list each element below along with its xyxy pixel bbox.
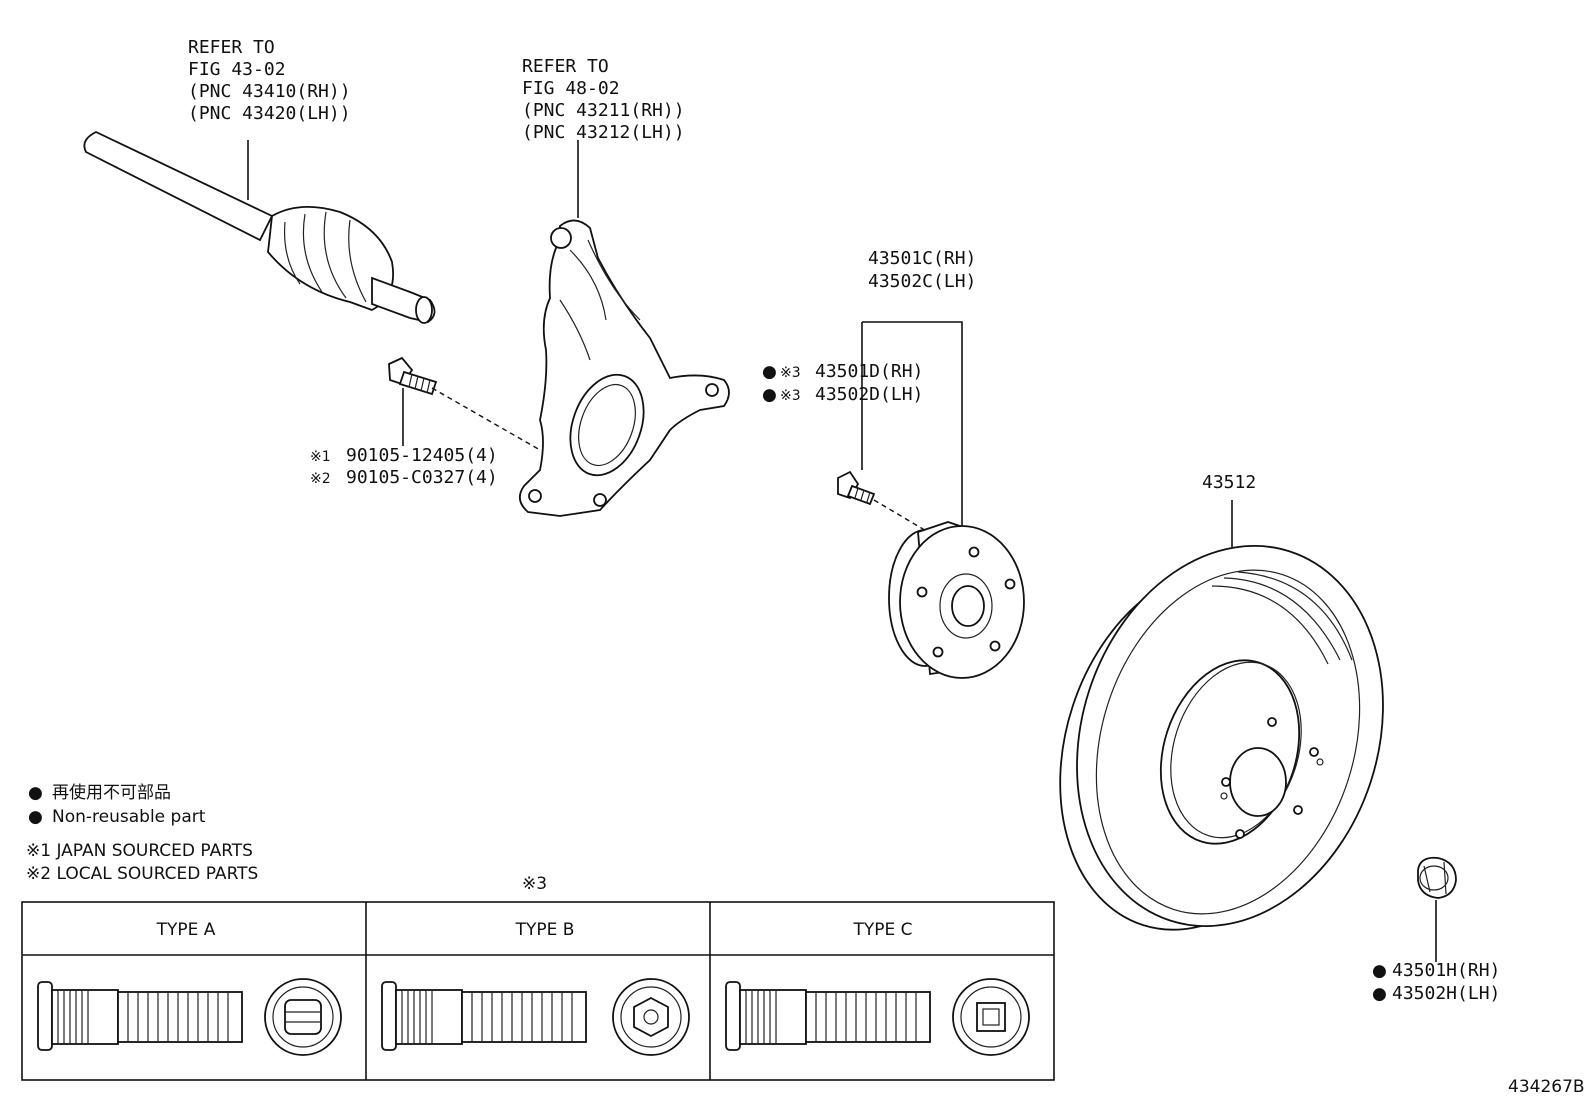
type-b-header: TYPE B <box>515 920 575 940</box>
part-number: 43502D(LH) <box>815 384 923 405</box>
type-c-stud-drawing <box>725 981 931 1051</box>
drive-shaft-callout: REFER TO FIG 43-02 (PNC 43410(RH)) (PNC … <box>188 37 351 124</box>
hub-nut-drawing <box>1417 856 1457 899</box>
hex-socket-head-icon <box>612 978 690 1056</box>
callout-line: (PNC 43410(RH)) <box>188 81 351 102</box>
nut-callout: ● 43501H(RH) ● 43502H(LH) <box>1372 960 1500 1004</box>
callout-line: FIG 48-02 <box>522 78 620 99</box>
part-number: 43501D(RH) <box>815 361 923 382</box>
hub-bolt-callout: ● ※3 43501D(RH) ● ※3 43502D(LH) <box>762 361 923 405</box>
hub-bolt-drawing <box>837 470 876 506</box>
type-table: TYPE A TYPE B TYPE C <box>21 901 1055 1081</box>
disc-part-number: 43512 <box>1202 472 1256 493</box>
knuckle-bolt-dashed-line <box>431 387 541 451</box>
source-mark: ※2 <box>310 471 331 487</box>
drive-shaft-drawing <box>83 130 436 324</box>
knuckle-callout: REFER TO FIG 48-02 (PNC 43211(RH)) (PNC … <box>522 56 685 143</box>
hub-leader-bracket <box>861 321 963 530</box>
callout-line: (PNC 43211(RH)) <box>522 100 685 121</box>
type-a-header: TYPE A <box>156 920 216 940</box>
nonreusable-bullet: ● <box>1372 984 1387 1004</box>
part-number: 43502H(LH) <box>1392 983 1500 1004</box>
part-number: 43501C(RH) <box>868 248 976 269</box>
slot-head-icon <box>264 978 342 1056</box>
callout-line: (PNC 43212(LH)) <box>522 122 685 143</box>
part-number: 43502C(LH) <box>868 271 976 292</box>
part-number: 90105-C0327(4) <box>346 467 498 488</box>
hub-bearing-drawing <box>888 521 1025 679</box>
type-mark: ※3 <box>780 365 801 381</box>
nonreusable-bullet: ● <box>762 385 777 405</box>
nonreusable-bullet: ● <box>762 362 777 382</box>
part-number: 90105-12405(4) <box>346 445 498 466</box>
callout-line: REFER TO <box>522 56 609 77</box>
legend-nonreusable-jp: 再使用不可部品 <box>52 782 171 803</box>
legend-nonreusable-en: Non-reusable part <box>52 807 206 827</box>
legend-bullet: ● <box>28 783 43 803</box>
disc-rotor-drawing <box>1059 545 1384 931</box>
part-number: 43501H(RH) <box>1392 960 1500 981</box>
legend-note: ※1 JAPAN SOURCED PARTS <box>26 841 253 861</box>
square-socket-head-icon <box>952 978 1030 1056</box>
type-mark: ※3 <box>780 388 801 404</box>
steering-knuckle-drawing <box>518 219 730 517</box>
type-b-stud-drawing <box>381 981 587 1051</box>
legend: ● 再使用不可部品 ● Non-reusable part ※1 JAPAN S… <box>26 782 258 884</box>
type-a-stud-drawing <box>37 981 243 1051</box>
knuckle-bolt-callout: ※1 90105-12405(4) ※2 90105-C0327(4) <box>310 445 498 488</box>
hub-bolt-dashed-line <box>873 499 929 533</box>
hub-callout: 43501C(RH) 43502C(LH) <box>868 248 976 292</box>
diagram-id: 434267B <box>1508 1077 1585 1097</box>
type-c-header: TYPE C <box>852 920 912 940</box>
type-table-border <box>21 901 1055 1081</box>
source-mark: ※1 <box>310 449 331 465</box>
legend-note: ※2 LOCAL SOURCED PARTS <box>26 864 258 884</box>
callout-line: FIG 43-02 <box>188 59 286 80</box>
knuckle-bolt-drawing <box>388 356 438 396</box>
type-table-mark: ※3 <box>522 874 547 894</box>
nonreusable-bullet: ● <box>1372 961 1387 981</box>
legend-bullet: ● <box>28 807 43 827</box>
callout-line: (PNC 43420(LH)) <box>188 103 351 124</box>
callout-line: REFER TO <box>188 37 275 58</box>
